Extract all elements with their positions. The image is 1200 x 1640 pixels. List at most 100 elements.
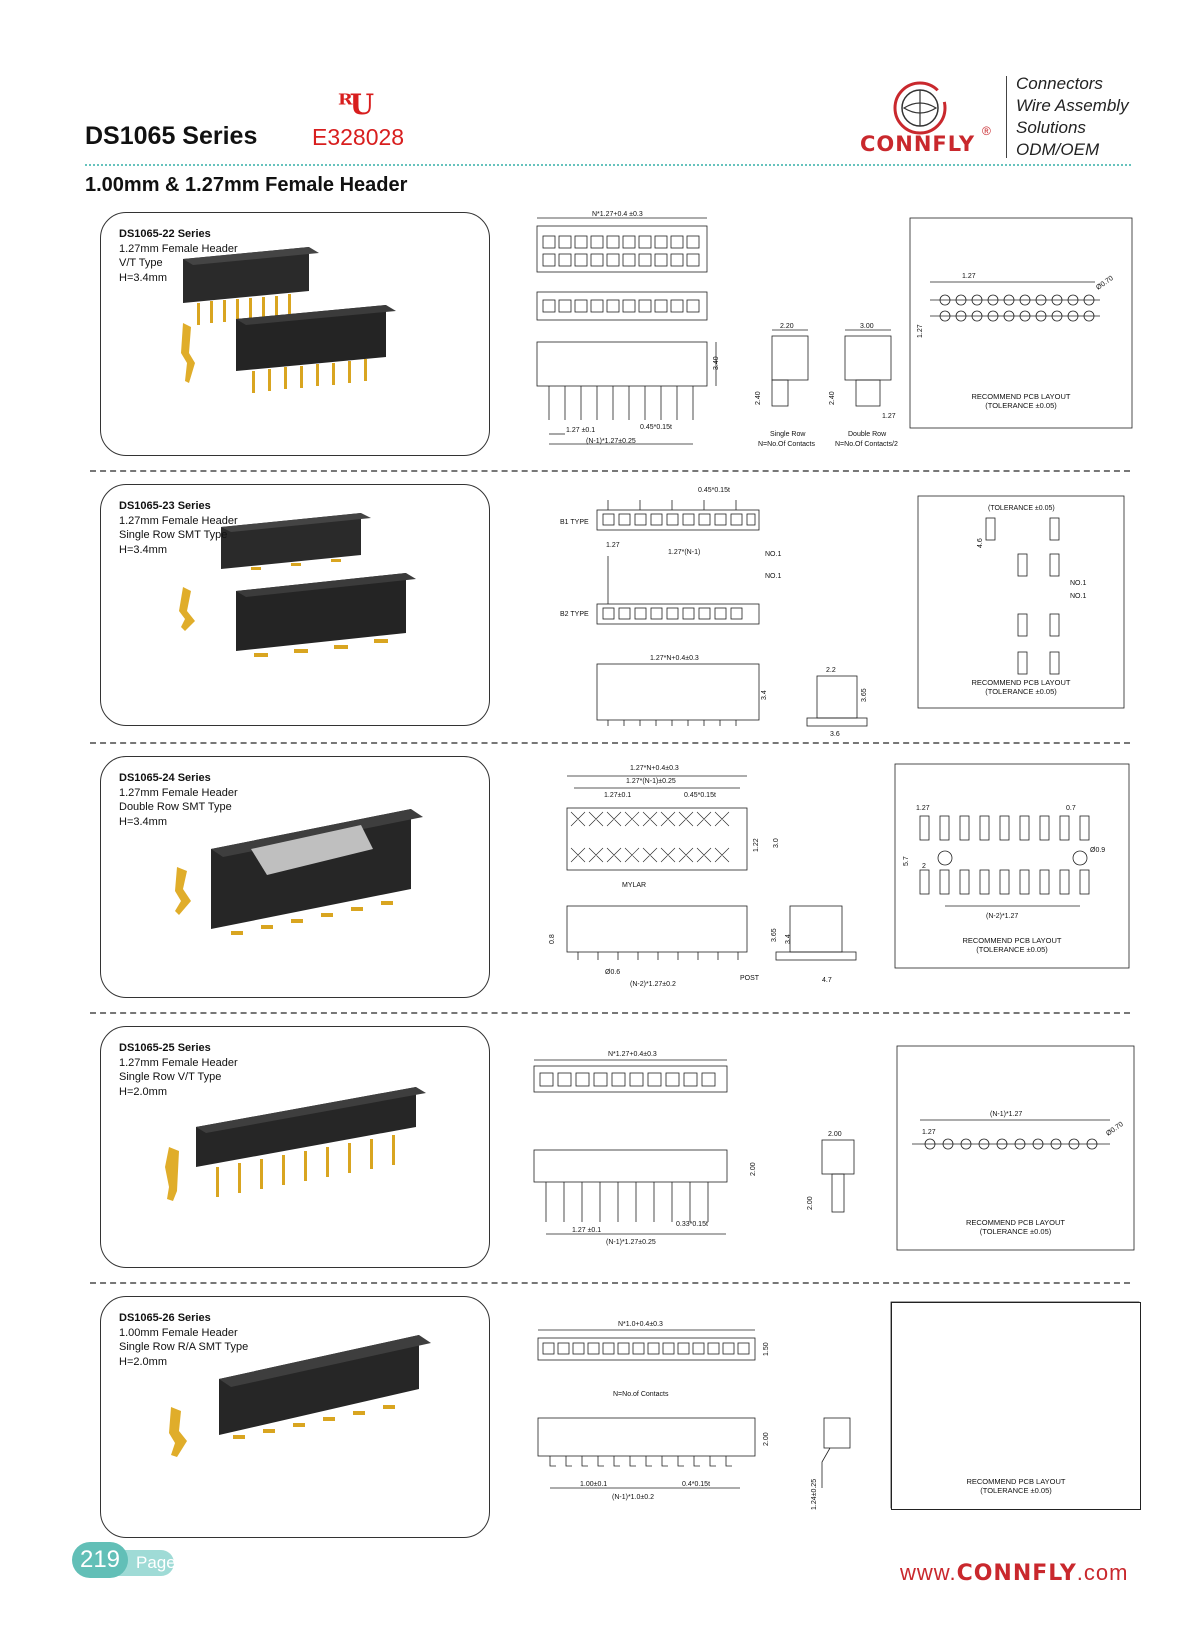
section-title: DS1065-24 Series [119,772,211,784]
section-desc-line: V/T Type [119,257,163,269]
pcb-tolerance: (TOLERANCE ±0.05) [980,1486,1052,1495]
series-title: DS1065 Series [85,122,258,150]
dim-label: 2.40 [829,391,836,405]
section-desc-line: 1.27mm Female Header [119,242,238,255]
dim-label: 2.00 [807,1196,814,1210]
dim-label: N*1.27+0.4±0.3 [608,1051,657,1058]
web-prefix: www. [900,1560,957,1585]
dim-label: N=No.Of Contacts [758,441,815,448]
section-desc-line: 1.27mm Female Header [119,514,238,527]
section-divider [90,1012,1130,1014]
section-divider [90,470,1130,472]
product-photo [179,513,416,657]
dim-label: 4.7 [822,977,832,984]
dim-label: 3.6 [830,731,840,738]
dim-label: 1.27 [606,542,620,549]
dim-label: 3.4 [785,934,792,944]
section-desc-line: H=2.0mm [119,1085,167,1098]
pcb-tolerance: (TOLERANCE ±0.05) [985,687,1057,696]
pcb-layout-box: RECOMMEND PCB LAYOUT (TOLERANCE ±0.05) [897,1046,1134,1250]
section-desc-line: Single Row SMT Type [119,529,228,541]
dim-label: B1 TYPE [560,519,589,526]
dim-label: 3.65 [861,688,868,702]
dim-label: 3.40 [713,356,720,370]
pcb-layout-caption: RECOMMEND PCB LAYOUT [971,678,1071,687]
dim-label: 3.0 [773,838,780,848]
dim-label: (N-1)*1.0±0.2 [612,1494,654,1501]
dim-label: (N-1)*1.27±0.25 [586,438,636,445]
section-desc-line: Single Row V/T Type [119,1071,222,1083]
pcb-layout-box: RECOMMEND PCB LAYOUT (TOLERANCE ±0.05) [918,496,1124,708]
dim-label: 2.00 [828,1131,842,1138]
dim-label: 1.50 [763,1342,770,1356]
dim-label: 2.40 [755,391,762,405]
product-photo [165,1087,426,1201]
tagline-3: Solutions [1016,118,1086,137]
section-desc-line: 1.00mm Female Header [119,1326,238,1339]
dim-label: N=No.Of Contacts/2 [835,441,898,448]
dim-label: 1.00±0.1 [580,1481,607,1488]
product-card-ds1065-26: DS1065-26 Series 1.00mm Female Header Si… [100,1296,490,1538]
pcb-layout-caption: RECOMMEND PCB LAYOUT [962,936,1062,945]
pcb-layout-box: RECOMMEND PCB LAYOUT (TOLERANCE ±0.05) [910,218,1132,428]
web-brand: CONNFLY [956,1561,1077,1586]
dim-label: 1.24±0.25 [811,1479,818,1510]
dim-label: 1.27±0.1 [604,792,631,799]
connfly-globe-icon [893,81,947,135]
dim-label: N*1.0+0.4±0.3 [618,1321,663,1328]
website-url[interactable]: www.CONNFLY.com [900,1560,1128,1586]
section-desc-line: H=2.0mm [119,1355,167,1368]
section-desc-line: Single Row R/A SMT Type [119,1341,249,1353]
dim-label: 1.27 ±0.1 [566,427,595,434]
dim-label: 0.33*0.15t [676,1221,708,1228]
dim-label: 2.00 [763,1432,770,1446]
product-card-ds1065-24: DS1065-24 Series 1.27mm Female Header Do… [100,756,490,998]
section-title: DS1065-26 Series [119,1312,211,1324]
dim-label: 0.4*0.15t [682,1481,710,1488]
pcb-layout-box: RECOMMEND PCB LAYOUT (TOLERANCE ±0.05) [895,764,1129,968]
dim-label: N=No.of Contacts [613,1391,669,1398]
dim-label: 3.00 [860,323,874,330]
pcb-tolerance: (TOLERANCE ±0.05) [985,401,1057,410]
dim-label: B2 TYPE [560,611,589,618]
ul-logo: ᴿU [338,88,374,121]
tagline-2: Wire Assembly [1016,96,1129,115]
page-number: 219 [72,1542,128,1578]
page-subtitle: 1.00mm & 1.27mm Female Header [85,174,408,196]
section-desc-line: H=3.4mm [119,815,167,828]
section-desc-line: H=3.4mm [119,271,167,284]
dim-label: 0.45*0.15t [698,487,730,494]
dim-label: 0.45*0.15t [640,424,672,431]
pcb-tolerance: (TOLERANCE ±0.05) [976,945,1048,954]
dim-label: 1.27*N+0.4±0.3 [630,765,679,772]
dim-label: Ø0.6 [605,969,620,976]
pcb-layout-caption: RECOMMEND PCB LAYOUT [965,1218,1066,1227]
section-title: DS1065-25 Series [119,1042,211,1054]
header-rule [85,164,1131,166]
pcb-layout-caption: RECOMMEND PCB LAYOUT [971,392,1071,401]
dim-label: Double Row [848,431,887,438]
dim-label: 2.2 [826,667,836,674]
web-suffix: .com [1076,1560,1129,1585]
cavity-row [542,235,700,267]
dim-label: 1.27 [882,413,896,420]
section-desc-line: 1.27mm Female Header [119,1056,238,1069]
pcb-tolerance: (TOLERANCE ±0.05) [979,1227,1052,1236]
dim-label: 1.22 [753,838,760,852]
section-desc-line: H=3.4mm [119,543,167,556]
product-card-ds1065-25: DS1065-25 Series 1.27mm Female Header Si… [100,1026,490,1268]
ul-file-number: E328028 [312,124,405,150]
dim-label: 1.27*N+0.4±0.3 [650,655,699,662]
product-card-ds1065-22: DS1065-22 Series 1.27mm Female Header V/… [100,212,490,456]
section-desc-line: 1.27mm Female Header [119,786,238,799]
brand-logo-text: CONNFLY [860,132,976,156]
header-divider [1006,76,1007,158]
tagline-4: ODM/OEM [1016,140,1100,159]
dim-label: POST [740,975,760,982]
product-card-ds1065-23: DS1065-23 Series 1.27mm Female Header Si… [100,484,490,726]
dim-label: 1.27 ±0.1 [572,1227,601,1234]
dim-label: NO.1 [765,573,781,580]
section-divider [90,1282,1130,1284]
product-photo [181,247,396,393]
dim-label: 0.45*0.15t [684,792,716,799]
